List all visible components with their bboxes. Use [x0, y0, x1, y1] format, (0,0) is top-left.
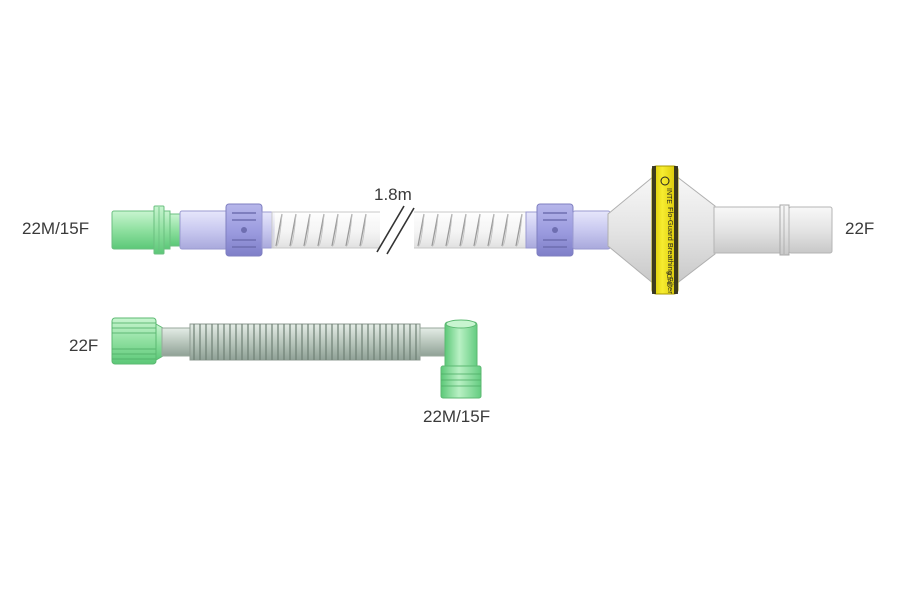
filter-side-text: ICAL: [665, 272, 672, 287]
left-swivel-connector: [179, 203, 275, 257]
top-left-green-connector: [111, 205, 183, 255]
corrugated-hose: [161, 323, 447, 361]
filter-product-text: Flo-Guard Breathing Filter: [666, 207, 675, 294]
bottom-left-connector-label: 22F: [69, 336, 99, 355]
elbow-connector-label: 22M/15F: [423, 407, 491, 426]
top-left-connector-label: 22M/15F: [22, 219, 90, 238]
right-swivel-connector: [525, 203, 611, 257]
coiled-tube-1-8m: [271, 205, 529, 255]
bottom-left-green-cap-connector: [111, 317, 164, 365]
elbow-connector: [440, 319, 482, 399]
filter-brand-text: INTE: [665, 188, 672, 204]
top-right-grey-connector: [713, 204, 833, 256]
tube-length-label: 1.8m: [374, 185, 412, 204]
top-right-connector-label: 22F: [845, 219, 875, 238]
breathing-filter: INTE Flo-Guard Breathing Filter ICAL: [607, 165, 716, 295]
